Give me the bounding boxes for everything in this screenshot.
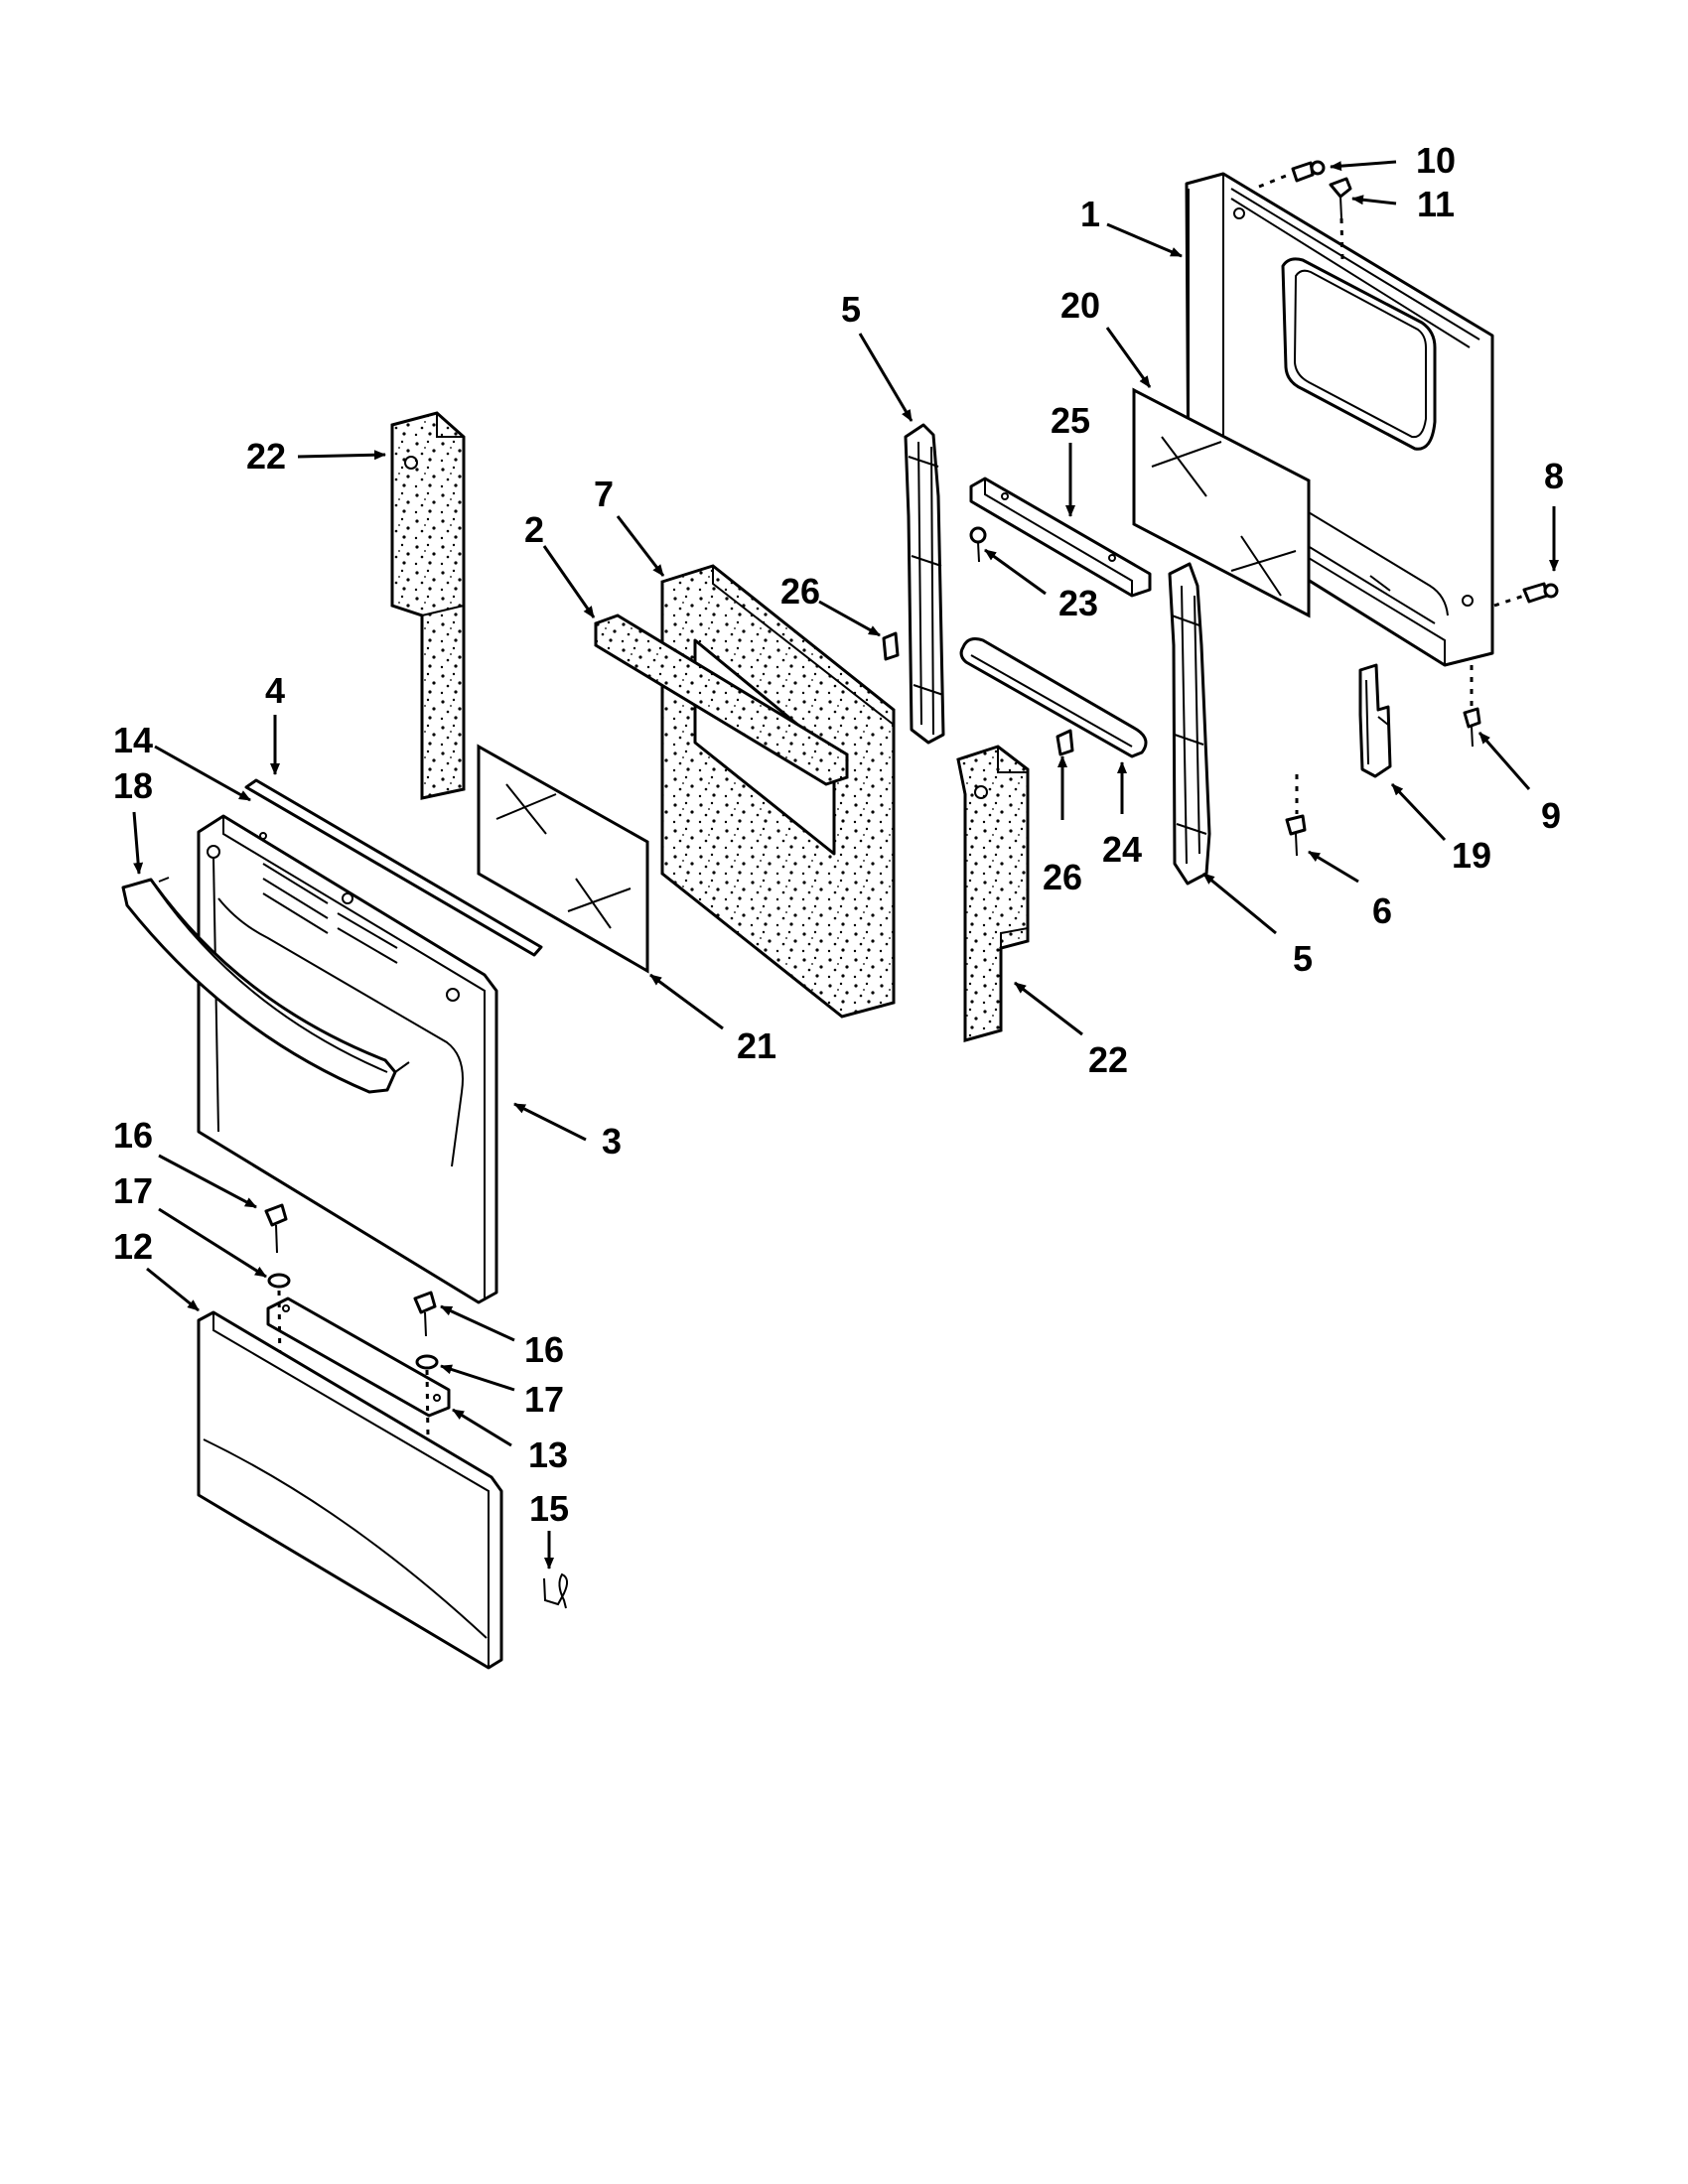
part-20-window-glass (1132, 387, 1311, 618)
leader-11 (1351, 195, 1397, 205)
callout-3: 3 (602, 1121, 622, 1161)
callout-14: 14 (113, 720, 153, 760)
part-1-inner-door-panel (1185, 172, 1494, 667)
callout-18: 18 (113, 765, 153, 806)
callout-7: 7 (594, 474, 614, 514)
callout-22a: 22 (246, 436, 286, 477)
leader-10 (1330, 160, 1397, 172)
leader-14 (154, 745, 251, 802)
callout-15: 15 (529, 1488, 569, 1529)
callout-4: 4 (265, 670, 285, 711)
part-5-hinge-rail-right (1168, 562, 1211, 886)
part-21-inner-glass (477, 744, 649, 974)
leader-17b (440, 1364, 515, 1392)
callout-16a: 16 (113, 1115, 153, 1156)
leader-3 (513, 1102, 587, 1142)
part-4-trim-strip (244, 778, 543, 957)
callout-13: 13 (528, 1434, 568, 1475)
part-17-washer-right (415, 1354, 439, 1370)
part-24-air-baffle (959, 637, 1148, 758)
part-22-insulation-left (390, 411, 466, 800)
callout-24: 24 (1102, 829, 1142, 870)
callout-19: 19 (1452, 835, 1491, 876)
leader-5b (1202, 872, 1277, 935)
leader-1 (1106, 222, 1183, 258)
callout-6: 6 (1372, 890, 1392, 931)
part-7-door-insulation (660, 564, 896, 1019)
callout-20: 20 (1060, 285, 1100, 326)
callout-10: 10 (1416, 140, 1456, 181)
callout-1: 1 (1080, 194, 1100, 234)
callout-8: 8 (1544, 456, 1564, 496)
assembly-line-8 (1493, 594, 1525, 608)
part-2-insulation-strip (594, 614, 849, 786)
callout-5b: 5 (1293, 938, 1313, 979)
leader-22b (1014, 981, 1083, 1036)
callout-21: 21 (737, 1025, 776, 1066)
callout-12: 12 (113, 1226, 153, 1267)
assembly-line-10 (1258, 172, 1292, 189)
leader-21 (649, 973, 724, 1030)
callout-17b: 17 (524, 1379, 564, 1420)
part-17-washer-left (267, 1273, 291, 1289)
part-5-hinge-rail-left (904, 423, 945, 745)
part-18-door-handle (121, 877, 410, 1094)
leader-7 (616, 515, 665, 577)
leader-13 (452, 1408, 512, 1447)
leader-12 (146, 1267, 200, 1312)
callout-22b: 22 (1088, 1039, 1128, 1080)
part-11-screw (1329, 177, 1352, 219)
leader-16b (440, 1304, 515, 1342)
leader-22a (297, 450, 386, 461)
leader-26a (818, 600, 881, 637)
leader-16a (158, 1154, 257, 1209)
callout-26a: 26 (780, 571, 820, 612)
leader-18 (132, 811, 144, 875)
callout-26b: 26 (1043, 857, 1082, 897)
part-25-vent-bracket (969, 477, 1152, 598)
leader-20 (1105, 327, 1152, 388)
leader-23 (984, 548, 1047, 596)
part-13-drawer-bracket (266, 1297, 451, 1418)
part-23-screw (969, 526, 987, 563)
assembly-line-13-left (277, 1290, 282, 1371)
part-19-latch-assembly (1358, 663, 1392, 778)
part-26-clip-upper (882, 631, 900, 661)
part-10-screw (1291, 160, 1326, 183)
callout-16b: 16 (524, 1329, 564, 1370)
leader-19 (1390, 782, 1447, 842)
part-6-screw (1285, 814, 1307, 857)
leader-5a (858, 333, 914, 422)
leader-9 (1477, 732, 1531, 790)
callout-17a: 17 (113, 1170, 153, 1211)
part-16-screw-right (413, 1291, 437, 1337)
part-26-clip-lower (1055, 729, 1074, 756)
callout-11: 11 (1417, 184, 1455, 224)
callout-5a: 5 (841, 289, 861, 330)
part-22-insulation-right (956, 745, 1030, 1042)
callout-23: 23 (1058, 583, 1098, 623)
callout-9: 9 (1541, 795, 1561, 836)
part-15-drawer-clip (543, 1572, 568, 1609)
leader-17a (158, 1207, 267, 1279)
callout-25: 25 (1051, 400, 1090, 441)
leader-6 (1308, 850, 1359, 884)
leader-2 (542, 545, 596, 618)
part-12-drawer-front (197, 1310, 503, 1670)
part-16-screw-left (264, 1203, 288, 1254)
part-8-screw (1522, 582, 1559, 604)
part-9-screw (1463, 707, 1481, 748)
callout-2: 2 (524, 509, 544, 550)
